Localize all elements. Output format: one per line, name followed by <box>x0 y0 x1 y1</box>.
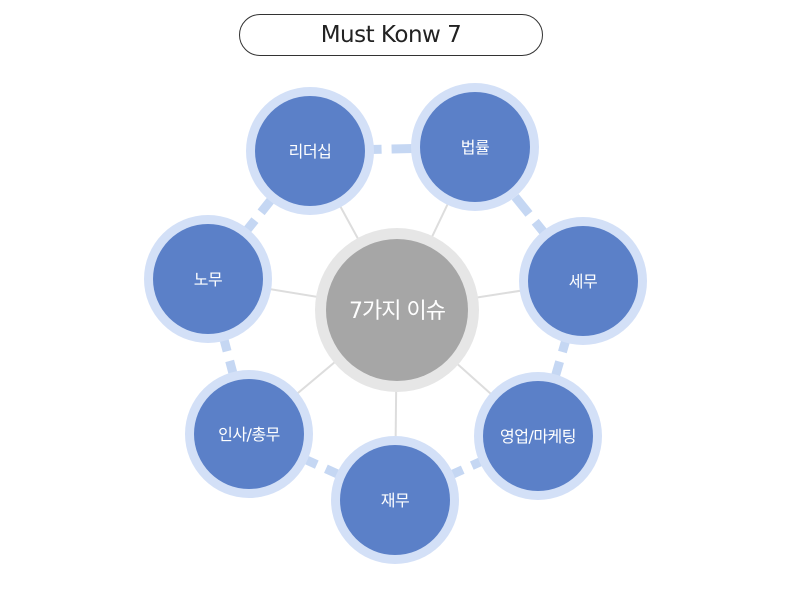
node-circle <box>420 92 530 202</box>
center-node: 7가지 이슈 <box>315 228 479 392</box>
node-label: 인사/총무 <box>218 425 280 444</box>
node-hr-general: 인사/총무 <box>185 370 313 498</box>
node-label: 재무 <box>381 491 409 510</box>
node-finance: 재무 <box>331 436 459 564</box>
node-circle <box>528 226 638 336</box>
node-tax: 세무 <box>519 217 647 345</box>
node-circle <box>483 381 593 491</box>
node-label: 법률 <box>461 138 489 157</box>
node-leadership: 리더십 <box>246 87 374 215</box>
node-circle <box>153 224 263 334</box>
node-circle <box>255 96 365 206</box>
node-labor: 노무 <box>144 215 272 343</box>
center-node-label: 7가지 이슈 <box>349 299 446 324</box>
node-sales-marketing: 영업/마케팅 <box>474 372 602 500</box>
node-label: 노무 <box>194 270 222 289</box>
node-legal: 법률 <box>411 83 539 211</box>
center-node-circle <box>326 239 468 381</box>
node-label: 세무 <box>569 272 597 291</box>
diagram-title: Must Konw 7 <box>239 14 543 56</box>
node-circle <box>340 445 450 555</box>
node-label: 영업/마케팅 <box>500 427 576 446</box>
node-label: 리더십 <box>289 142 332 161</box>
node-circle <box>194 379 304 489</box>
